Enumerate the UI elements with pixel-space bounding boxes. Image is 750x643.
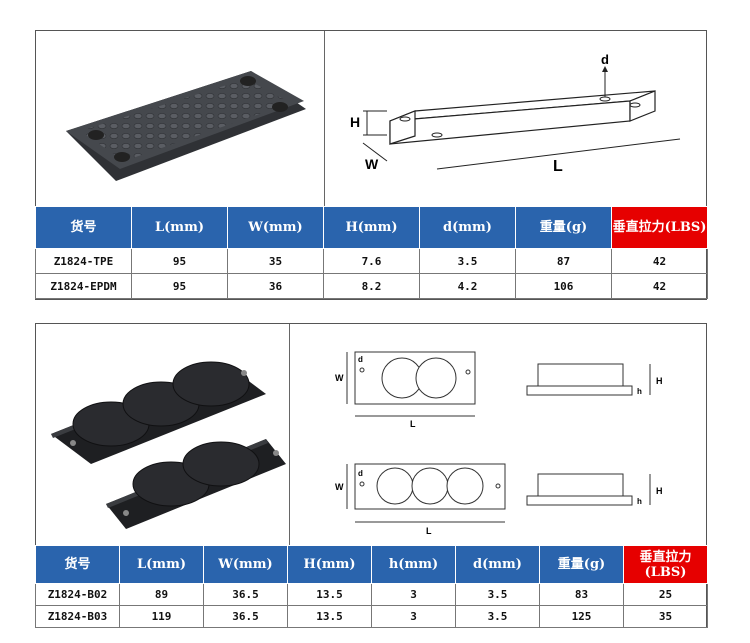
cell-weight: 125 xyxy=(539,605,624,628)
dimension-diagram-2: d W L H h d W L H xyxy=(290,324,706,546)
spec-table-2: 货号 L(mm) W(mm) H(mm) h(mm) d(mm) 重量(g) 垂… xyxy=(35,545,708,628)
dim2b-label-l: L xyxy=(426,526,432,536)
table-header-row: 货号 L(mm) W(mm) H(mm) h(mm) d(mm) 重量(g) 垂… xyxy=(35,545,708,584)
section-1-divider xyxy=(324,31,325,207)
rubber-pad-image xyxy=(66,71,306,181)
magnet-pads-image xyxy=(51,361,286,529)
table-header-row: 货号 L(mm) W(mm) H(mm) d(mm) 重量(g) 垂直拉力(LB… xyxy=(35,206,708,249)
dimension-drawing-2: d W L H h d W L H xyxy=(335,351,663,536)
col-header-weight: 重量(g) xyxy=(539,545,624,584)
cell-h: 8.2 xyxy=(323,273,420,299)
col-header-h: H(mm) xyxy=(323,206,420,249)
dim-label-h: H xyxy=(350,114,360,130)
col-header-w: W(mm) xyxy=(227,206,324,249)
cell-d: 4.2 xyxy=(419,273,516,299)
cell-d: 3.5 xyxy=(455,605,540,628)
col-header-d: d(mm) xyxy=(419,206,516,249)
cell-w: 35 xyxy=(227,248,324,274)
cell-l: 95 xyxy=(131,248,228,274)
dimension-diagram-1: d H W L xyxy=(325,31,706,207)
cell-l: 119 xyxy=(119,605,204,628)
dim2-label-h: h xyxy=(637,387,642,396)
cell-weight: 83 xyxy=(539,583,624,606)
cell-h: 3 xyxy=(371,605,456,628)
cell-h: 3 xyxy=(371,583,456,606)
cell-h: 7.6 xyxy=(323,248,420,274)
product-photo-tpe-pad xyxy=(36,31,324,207)
table-row: Z1824-TPE 95 35 7.6 3.5 87 42 xyxy=(35,248,708,274)
col-header-pull-force: 垂直拉力(LBS) xyxy=(623,545,708,584)
dim2-label-l: L xyxy=(410,419,416,429)
cell-part-no: Z1824-TPE xyxy=(35,248,132,274)
dim2-label-w: W xyxy=(335,373,344,383)
col-header-part-no: 货号 xyxy=(35,206,132,249)
cell-w: 36.5 xyxy=(203,605,288,628)
table-row: Z1824-B02 89 36.5 13.5 3 3.5 83 25 xyxy=(35,583,708,606)
cell-H: 13.5 xyxy=(287,583,372,606)
cell-part-no: Z1824-EPDM xyxy=(35,273,132,299)
col-header-d: d(mm) xyxy=(455,545,540,584)
col-header-l: L(mm) xyxy=(119,545,204,584)
dim2b-label-H: H xyxy=(656,486,663,496)
col-header-w: W(mm) xyxy=(203,545,288,584)
col-header-weight: 重量(g) xyxy=(515,206,612,249)
cell-l: 89 xyxy=(119,583,204,606)
cell-H: 13.5 xyxy=(287,605,372,628)
col-header-h: h(mm) xyxy=(371,545,456,584)
dimension-drawing: d H W L xyxy=(350,52,681,175)
cell-d: 3.5 xyxy=(419,248,516,274)
dim-label-d: d xyxy=(601,52,609,67)
col-header-part-no: 货号 xyxy=(35,545,120,584)
cell-w: 36 xyxy=(227,273,324,299)
spec-table-1: 货号 L(mm) W(mm) H(mm) d(mm) 重量(g) 垂直拉力(LB… xyxy=(35,206,708,299)
col-header-pull-force: 垂直拉力(LBS) xyxy=(611,206,708,249)
table-row: Z1824-B03 119 36.5 13.5 3 3.5 125 35 xyxy=(35,605,708,628)
cell-pull-force: 42 xyxy=(611,248,708,274)
cell-d: 3.5 xyxy=(455,583,540,606)
col-header-l: L(mm) xyxy=(131,206,228,249)
cell-pull-force: 42 xyxy=(611,273,708,299)
dim2b-label-w: W xyxy=(335,482,344,492)
product-photo-b-series xyxy=(36,324,289,546)
cell-pull-force: 35 xyxy=(623,605,708,628)
dim2b-label-h: h xyxy=(637,497,642,506)
dim-label-l: L xyxy=(553,158,563,175)
cell-pull-force: 25 xyxy=(623,583,708,606)
dim2-label-d: d xyxy=(358,355,363,364)
cell-weight: 106 xyxy=(515,273,612,299)
cell-w: 36.5 xyxy=(203,583,288,606)
cell-l: 95 xyxy=(131,273,228,299)
dim-label-w: W xyxy=(365,156,379,172)
dim2b-label-d: d xyxy=(358,469,363,478)
col-header-H: H(mm) xyxy=(287,545,372,584)
section-2-panel: d W L H h d W L H xyxy=(35,323,707,628)
table-row: Z1824-EPDM 95 36 8.2 4.2 106 42 xyxy=(35,273,708,299)
section-2-divider xyxy=(289,324,290,546)
cell-weight: 87 xyxy=(515,248,612,274)
cell-part-no: Z1824-B02 xyxy=(35,583,120,606)
dim2-label-H: H xyxy=(656,376,663,386)
cell-part-no: Z1824-B03 xyxy=(35,605,120,628)
